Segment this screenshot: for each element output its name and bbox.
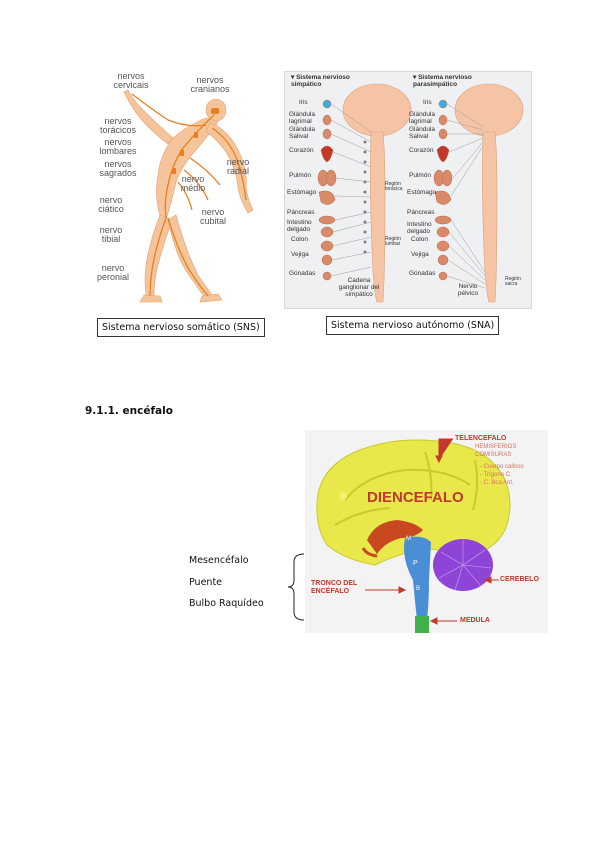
list-puente: Puente <box>189 577 223 588</box>
region-lumbar-label: Región lumbar <box>385 236 401 248</box>
brainstem-p-label: P <box>413 560 418 567</box>
cadena-ganglionar-label: Cadena ganglionar del simpático <box>338 277 380 298</box>
brain-illustration <box>316 439 511 633</box>
organ-right-gonadas: Gónadas <box>409 270 436 277</box>
organ-left-salival: Glándula Salival <box>289 126 316 140</box>
organ-left-pancreas: Páncreas <box>287 209 315 216</box>
sns-caption: Sistema nervioso somático (SNS) <box>97 318 265 337</box>
organ-left-corazon: Corazón <box>289 147 314 154</box>
label-nervo-radial: nervo radial <box>226 157 250 177</box>
brain-label-arrows <box>365 438 499 625</box>
label-nervos-toracicos: nervos torácicos <box>99 116 136 136</box>
tronco-label: TRONCO DEL ENCÉFALO <box>311 580 358 595</box>
sna-caption: Sistema nervioso autónomo (SNA) <box>326 316 500 335</box>
organ-right-iris: Iris <box>423 99 432 106</box>
diencefalo-label: DIENCEFALO <box>367 489 464 506</box>
somatic-nervous-system-figure: nervos cervicais nervos cranianos nervos… <box>88 70 273 310</box>
label-nervos-sagrados: nervos sagrados <box>99 159 137 179</box>
brainstem-b-label: B <box>416 586 421 592</box>
section-heading: 9.1.1. encéfalo <box>85 405 173 417</box>
brainstem-m-label: M <box>406 536 411 542</box>
organ-right-salival: Glándula Salival <box>409 126 436 140</box>
organ-left-pulmon: Pulmón <box>289 172 312 179</box>
region-toracica-label: Región torácica <box>385 181 403 193</box>
organ-left-lagrimal: Glándula lagrimal <box>289 111 316 125</box>
organ-right-pancreas: Páncreas <box>407 209 435 216</box>
organ-left-iris: Iris <box>299 99 308 106</box>
organ-right-corazon: Corazón <box>409 147 434 154</box>
autonomic-illustration <box>317 83 524 303</box>
autonomic-nervous-system-figure: ▾ Sistema nervioso simpático ▾ Sistema n… <box>284 71 532 309</box>
organ-right-pulmon: Pulmón <box>409 172 432 179</box>
label-nervo-medio: nervo médio <box>180 174 206 194</box>
medula-label: MEDULA <box>460 617 490 624</box>
organ-right-vejiga: Vejiga <box>411 251 429 258</box>
cuerpo-calloso-label: - Cuerpo calloso <box>480 464 524 470</box>
list-bulbo-raquideo: Bulbo Raquídeo <box>189 598 264 609</box>
organ-left-gonadas: Gónadas <box>289 270 316 277</box>
label-nervos-cranianos: nervos cranianos <box>190 75 230 95</box>
brain-figure: TELENCEFALO HEMISFERIOS COMISURAS - Cuer… <box>305 430 548 633</box>
comisuras-label: COMISURAS <box>475 452 512 458</box>
label-nervo-cubital: nervo cubital <box>199 207 226 227</box>
curly-brace-icon <box>287 553 305 621</box>
label-nervos-lombares: nervos lombares <box>99 137 137 157</box>
organ-left-vejiga: Vejiga <box>291 251 309 258</box>
telencefalo-label: TELENCEFALO <box>455 435 507 442</box>
c-bca-label: - C. Bca Ant. <box>480 480 514 486</box>
label-nervo-tibial: nervo tibial <box>99 225 123 245</box>
somatic-body-illustration <box>123 89 254 303</box>
organ-right-intestino: Intestino delgado <box>407 221 432 235</box>
organ-right-colon: Colon <box>411 236 428 243</box>
trigono-label: - Trígono C. <box>480 472 512 478</box>
parasympathetic-title: ▾ Sistema nervioso parasimpático <box>413 74 472 88</box>
nervio-pelvico-label: Nervio pélvico <box>457 283 479 297</box>
organ-right-lagrimal: Glándula lagrimal <box>409 111 436 125</box>
organ-left-intestino: Intestino delgado <box>287 219 312 233</box>
label-nervo-peronial: nervo peronial <box>96 263 130 283</box>
label-nervo-ciatico: nervo ciático <box>98 195 124 215</box>
label-nervos-cervicais: nervos cervicais <box>113 71 149 91</box>
organ-left-estomago: Estómago <box>287 189 317 196</box>
region-sacra-label: Región sacra <box>505 276 521 288</box>
hemisferios-label: HEMISFERIOS <box>475 444 517 450</box>
cerebelo-label: CEREBELO <box>500 576 539 583</box>
organ-right-estomago: Estómago <box>407 189 437 196</box>
list-mesencefalo: Mesencéfalo <box>189 555 249 566</box>
sympathetic-title: ▾ Sistema nervioso simpático <box>291 74 350 88</box>
organ-left-colon: Colon <box>291 236 308 243</box>
